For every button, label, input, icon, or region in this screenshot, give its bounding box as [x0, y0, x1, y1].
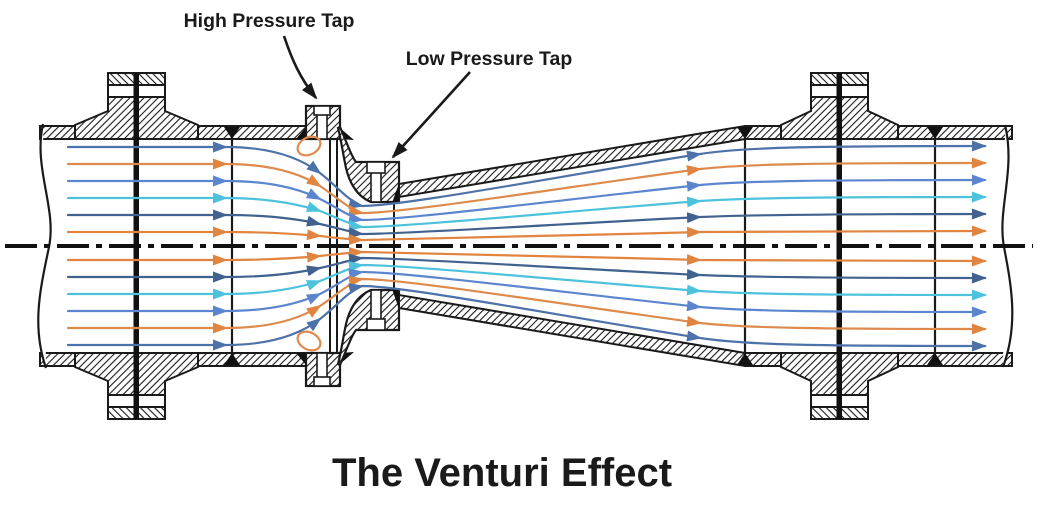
weld-mark	[296, 127, 306, 139]
streamline-6	[66, 225, 987, 246]
low-pressure-tap-label: Low Pressure Tap	[406, 48, 573, 70]
low-pressure-leader-arrow	[391, 71, 471, 159]
high-pressure-tap-label: High Pressure Tap	[184, 10, 355, 32]
high-tap-port-bottom	[313, 376, 331, 387]
weld-mark	[296, 353, 306, 365]
low-tap-port-bottom	[366, 318, 386, 331]
low-tap-port	[366, 161, 386, 174]
high-tap-bore	[316, 112, 328, 140]
streamline-7	[66, 246, 987, 267]
diagram-title: The Venturi Effect	[332, 451, 672, 495]
weld-mark	[927, 353, 943, 365]
weld-mark	[737, 127, 753, 139]
weld-mark	[737, 353, 753, 365]
inlet-bottom-wall	[231, 352, 307, 367]
high-tap-bore-bottom	[316, 352, 328, 380]
streamline-9	[66, 261, 987, 301]
streamline-4	[66, 191, 987, 231]
weld-mark	[224, 127, 240, 139]
high-pressure-leader-arrow	[282, 35, 318, 100]
streamlines	[66, 140, 987, 352]
inlet-top-wall	[231, 125, 307, 140]
weld-mark	[927, 127, 943, 139]
weld-mark	[224, 353, 240, 365]
high-tap-port	[313, 105, 331, 116]
streamline-12	[66, 283, 987, 352]
callouts: High Pressure Tap Low Pressure Tap	[184, 10, 573, 159]
